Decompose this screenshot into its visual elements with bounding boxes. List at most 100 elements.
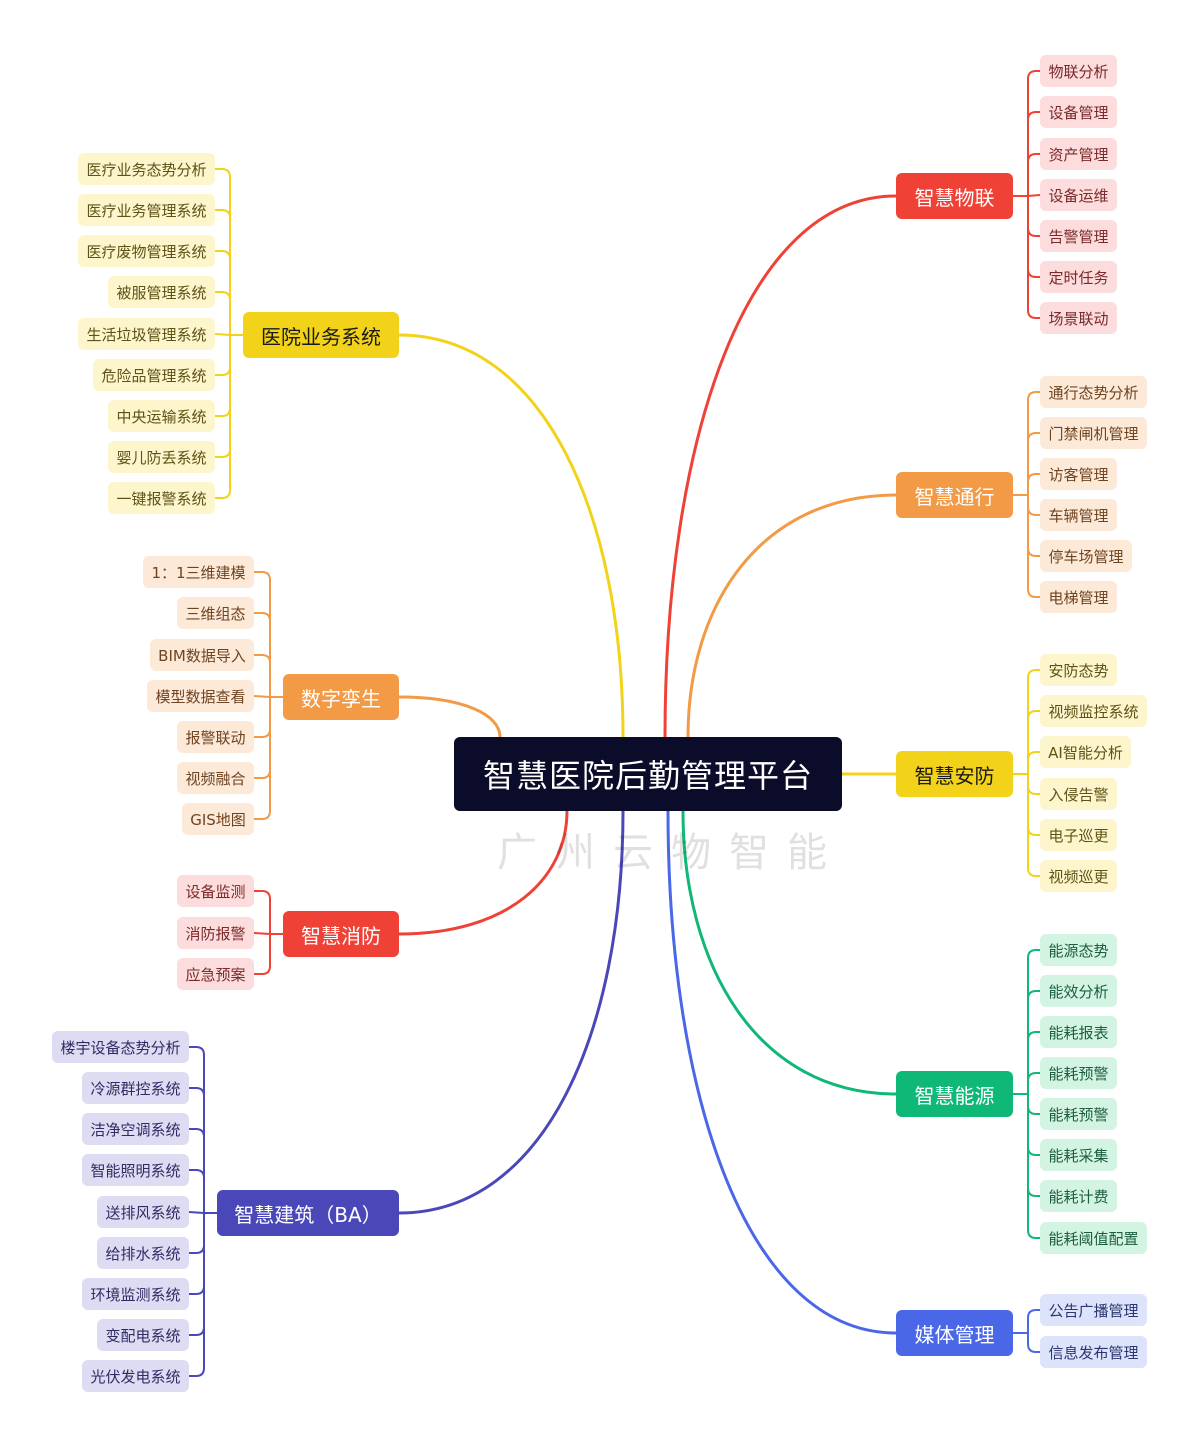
leaf-building[interactable]: 智能照明系统 bbox=[82, 1154, 189, 1186]
leaf-iot[interactable]: 资产管理 bbox=[1040, 138, 1117, 170]
leaf-iot[interactable]: 定时任务 bbox=[1040, 261, 1117, 293]
link-hospital bbox=[397, 333, 625, 739]
leaf-fire[interactable]: 设备监测 bbox=[177, 875, 254, 907]
leaf-iot[interactable]: 物联分析 bbox=[1040, 55, 1117, 87]
leaf-building[interactable]: 光伏发电系统 bbox=[82, 1360, 189, 1392]
leaf-link-access bbox=[1027, 494, 1041, 516]
leaf-access[interactable]: 门禁闸机管理 bbox=[1040, 417, 1147, 449]
leaf-building[interactable]: 洁净空调系统 bbox=[82, 1113, 189, 1145]
leaf-building[interactable]: 送排风系统 bbox=[97, 1196, 189, 1228]
branch-media[interactable]: 媒体管理 bbox=[896, 1310, 1013, 1356]
leaf-security[interactable]: 安防态势 bbox=[1040, 654, 1117, 686]
leaf-link-twin bbox=[253, 695, 271, 698]
leaf-fire[interactable]: 消防报警 bbox=[177, 917, 254, 949]
leaf-building[interactable]: 楼宇设备态势分析 bbox=[52, 1031, 189, 1063]
leaf-hospital[interactable]: 婴儿防丢系统 bbox=[108, 441, 215, 473]
leaf-building[interactable]: 变配电系统 bbox=[97, 1319, 189, 1351]
leaf-link-twin bbox=[253, 696, 271, 738]
leaf-iot[interactable]: 场景联动 bbox=[1040, 302, 1117, 334]
leaf-link-hospital bbox=[214, 334, 231, 376]
leaf-building[interactable]: 冷源群控系统 bbox=[82, 1072, 189, 1104]
leaf-link-building bbox=[188, 1212, 205, 1254]
leaf-link-access bbox=[1027, 494, 1041, 557]
leaf-energy[interactable]: 能耗预警 bbox=[1040, 1098, 1117, 1130]
leaf-energy[interactable]: 能耗预警 bbox=[1040, 1057, 1117, 1089]
leaf-link-fire bbox=[253, 933, 271, 975]
leaf-security[interactable]: AI智能分析 bbox=[1040, 736, 1131, 768]
leaf-hospital[interactable]: 医疗业务态势分析 bbox=[78, 153, 215, 185]
leaf-iot[interactable]: 告警管理 bbox=[1040, 220, 1117, 252]
leaf-building[interactable]: 环境监测系统 bbox=[82, 1278, 189, 1310]
leaf-fire[interactable]: 应急预案 bbox=[177, 958, 254, 990]
leaf-twin[interactable]: BIM数据导入 bbox=[150, 639, 254, 671]
leaf-twin[interactable]: 三维组态 bbox=[177, 597, 254, 629]
leaf-access[interactable]: 电梯管理 bbox=[1040, 581, 1117, 613]
leaf-link-energy bbox=[1027, 990, 1041, 1095]
leaf-hospital[interactable]: 被服管理系统 bbox=[108, 276, 215, 308]
leaf-link-hospital bbox=[214, 168, 231, 336]
branch-energy[interactable]: 智慧能源 bbox=[896, 1071, 1013, 1117]
leaf-link-hospital bbox=[214, 334, 231, 458]
leaf-hospital[interactable]: 一键报警系统 bbox=[108, 482, 215, 514]
leaf-hospital[interactable]: 医疗废物管理系统 bbox=[78, 235, 215, 267]
leaf-security[interactable]: 入侵告警 bbox=[1040, 778, 1117, 810]
leaf-energy[interactable]: 能耗采集 bbox=[1040, 1139, 1117, 1171]
leaf-energy[interactable]: 能耗报表 bbox=[1040, 1016, 1117, 1048]
leaf-twin[interactable]: 模型数据查看 bbox=[147, 680, 254, 712]
branch-fire[interactable]: 智慧消防 bbox=[283, 911, 399, 957]
leaf-hospital[interactable]: 危险品管理系统 bbox=[93, 359, 215, 391]
leaf-iot[interactable]: 设备管理 bbox=[1040, 96, 1117, 128]
leaf-twin[interactable]: 视频融合 bbox=[177, 762, 254, 794]
watermark: 广州云物智能 bbox=[497, 830, 845, 876]
leaf-link-twin bbox=[253, 654, 271, 698]
leaf-twin[interactable]: 1：1三维建模 bbox=[143, 556, 254, 588]
leaf-access[interactable]: 通行态势分析 bbox=[1040, 376, 1147, 408]
leaf-link-building bbox=[188, 1046, 205, 1214]
branch-iot[interactable]: 智慧物联 bbox=[896, 173, 1013, 219]
leaf-link-energy bbox=[1027, 1093, 1041, 1156]
leaf-link-hospital bbox=[214, 333, 231, 336]
leaf-link-access bbox=[1027, 432, 1041, 496]
leaf-energy[interactable]: 能效分析 bbox=[1040, 975, 1117, 1007]
branch-building[interactable]: 智慧建筑（BA） bbox=[217, 1190, 399, 1236]
leaf-link-hospital bbox=[214, 334, 231, 499]
leaf-energy[interactable]: 能耗阈值配置 bbox=[1040, 1222, 1147, 1254]
leaf-link-building bbox=[188, 1087, 205, 1214]
leaf-security[interactable]: 视频监控系统 bbox=[1040, 695, 1147, 727]
leaf-link-iot bbox=[1027, 195, 1041, 237]
leaf-link-security bbox=[1027, 669, 1041, 775]
leaf-security[interactable]: 电子巡更 bbox=[1040, 819, 1117, 851]
leaf-link-building bbox=[188, 1169, 205, 1214]
leaf-access[interactable]: 车辆管理 bbox=[1040, 499, 1117, 531]
leaf-link-energy bbox=[1027, 1031, 1041, 1095]
leaf-energy[interactable]: 能源态势 bbox=[1040, 934, 1117, 966]
leaf-hospital[interactable]: 生活垃圾管理系统 bbox=[78, 318, 215, 350]
link-twin bbox=[397, 695, 502, 739]
leaf-hospital[interactable]: 医疗业务管理系统 bbox=[78, 194, 215, 226]
leaf-link-media bbox=[1027, 1309, 1041, 1334]
leaf-access[interactable]: 停车场管理 bbox=[1040, 540, 1132, 572]
leaf-media[interactable]: 信息发布管理 bbox=[1040, 1336, 1147, 1368]
leaf-media[interactable]: 公告广播管理 bbox=[1040, 1294, 1147, 1326]
branch-security[interactable]: 智慧安防 bbox=[896, 751, 1013, 797]
leaf-iot[interactable]: 设备运维 bbox=[1040, 179, 1117, 211]
leaf-energy[interactable]: 能耗计费 bbox=[1040, 1180, 1117, 1212]
leaf-hospital[interactable]: 中央运输系统 bbox=[108, 400, 215, 432]
leaf-twin[interactable]: 报警联动 bbox=[177, 721, 254, 753]
leaf-link-security bbox=[1027, 751, 1041, 775]
branch-access[interactable]: 智慧通行 bbox=[896, 472, 1013, 518]
leaf-link-iot bbox=[1027, 111, 1041, 197]
leaf-link-energy bbox=[1027, 949, 1041, 1095]
link-building bbox=[397, 809, 625, 1215]
branch-twin[interactable]: 数字孪生 bbox=[283, 674, 399, 720]
leaf-building[interactable]: 给排水系统 bbox=[97, 1237, 189, 1269]
leaf-link-energy bbox=[1027, 1093, 1041, 1197]
leaf-link-iot bbox=[1027, 70, 1041, 197]
leaf-link-media bbox=[1027, 1332, 1041, 1353]
branch-hospital[interactable]: 医院业务系统 bbox=[243, 312, 399, 358]
leaf-security[interactable]: 视频巡更 bbox=[1040, 860, 1117, 892]
leaf-link-energy bbox=[1027, 1093, 1041, 1115]
leaf-twin[interactable]: GIS地图 bbox=[182, 803, 254, 835]
central-topic[interactable]: 智慧医院后勤管理平台 bbox=[454, 737, 842, 811]
leaf-access[interactable]: 访客管理 bbox=[1040, 458, 1117, 490]
